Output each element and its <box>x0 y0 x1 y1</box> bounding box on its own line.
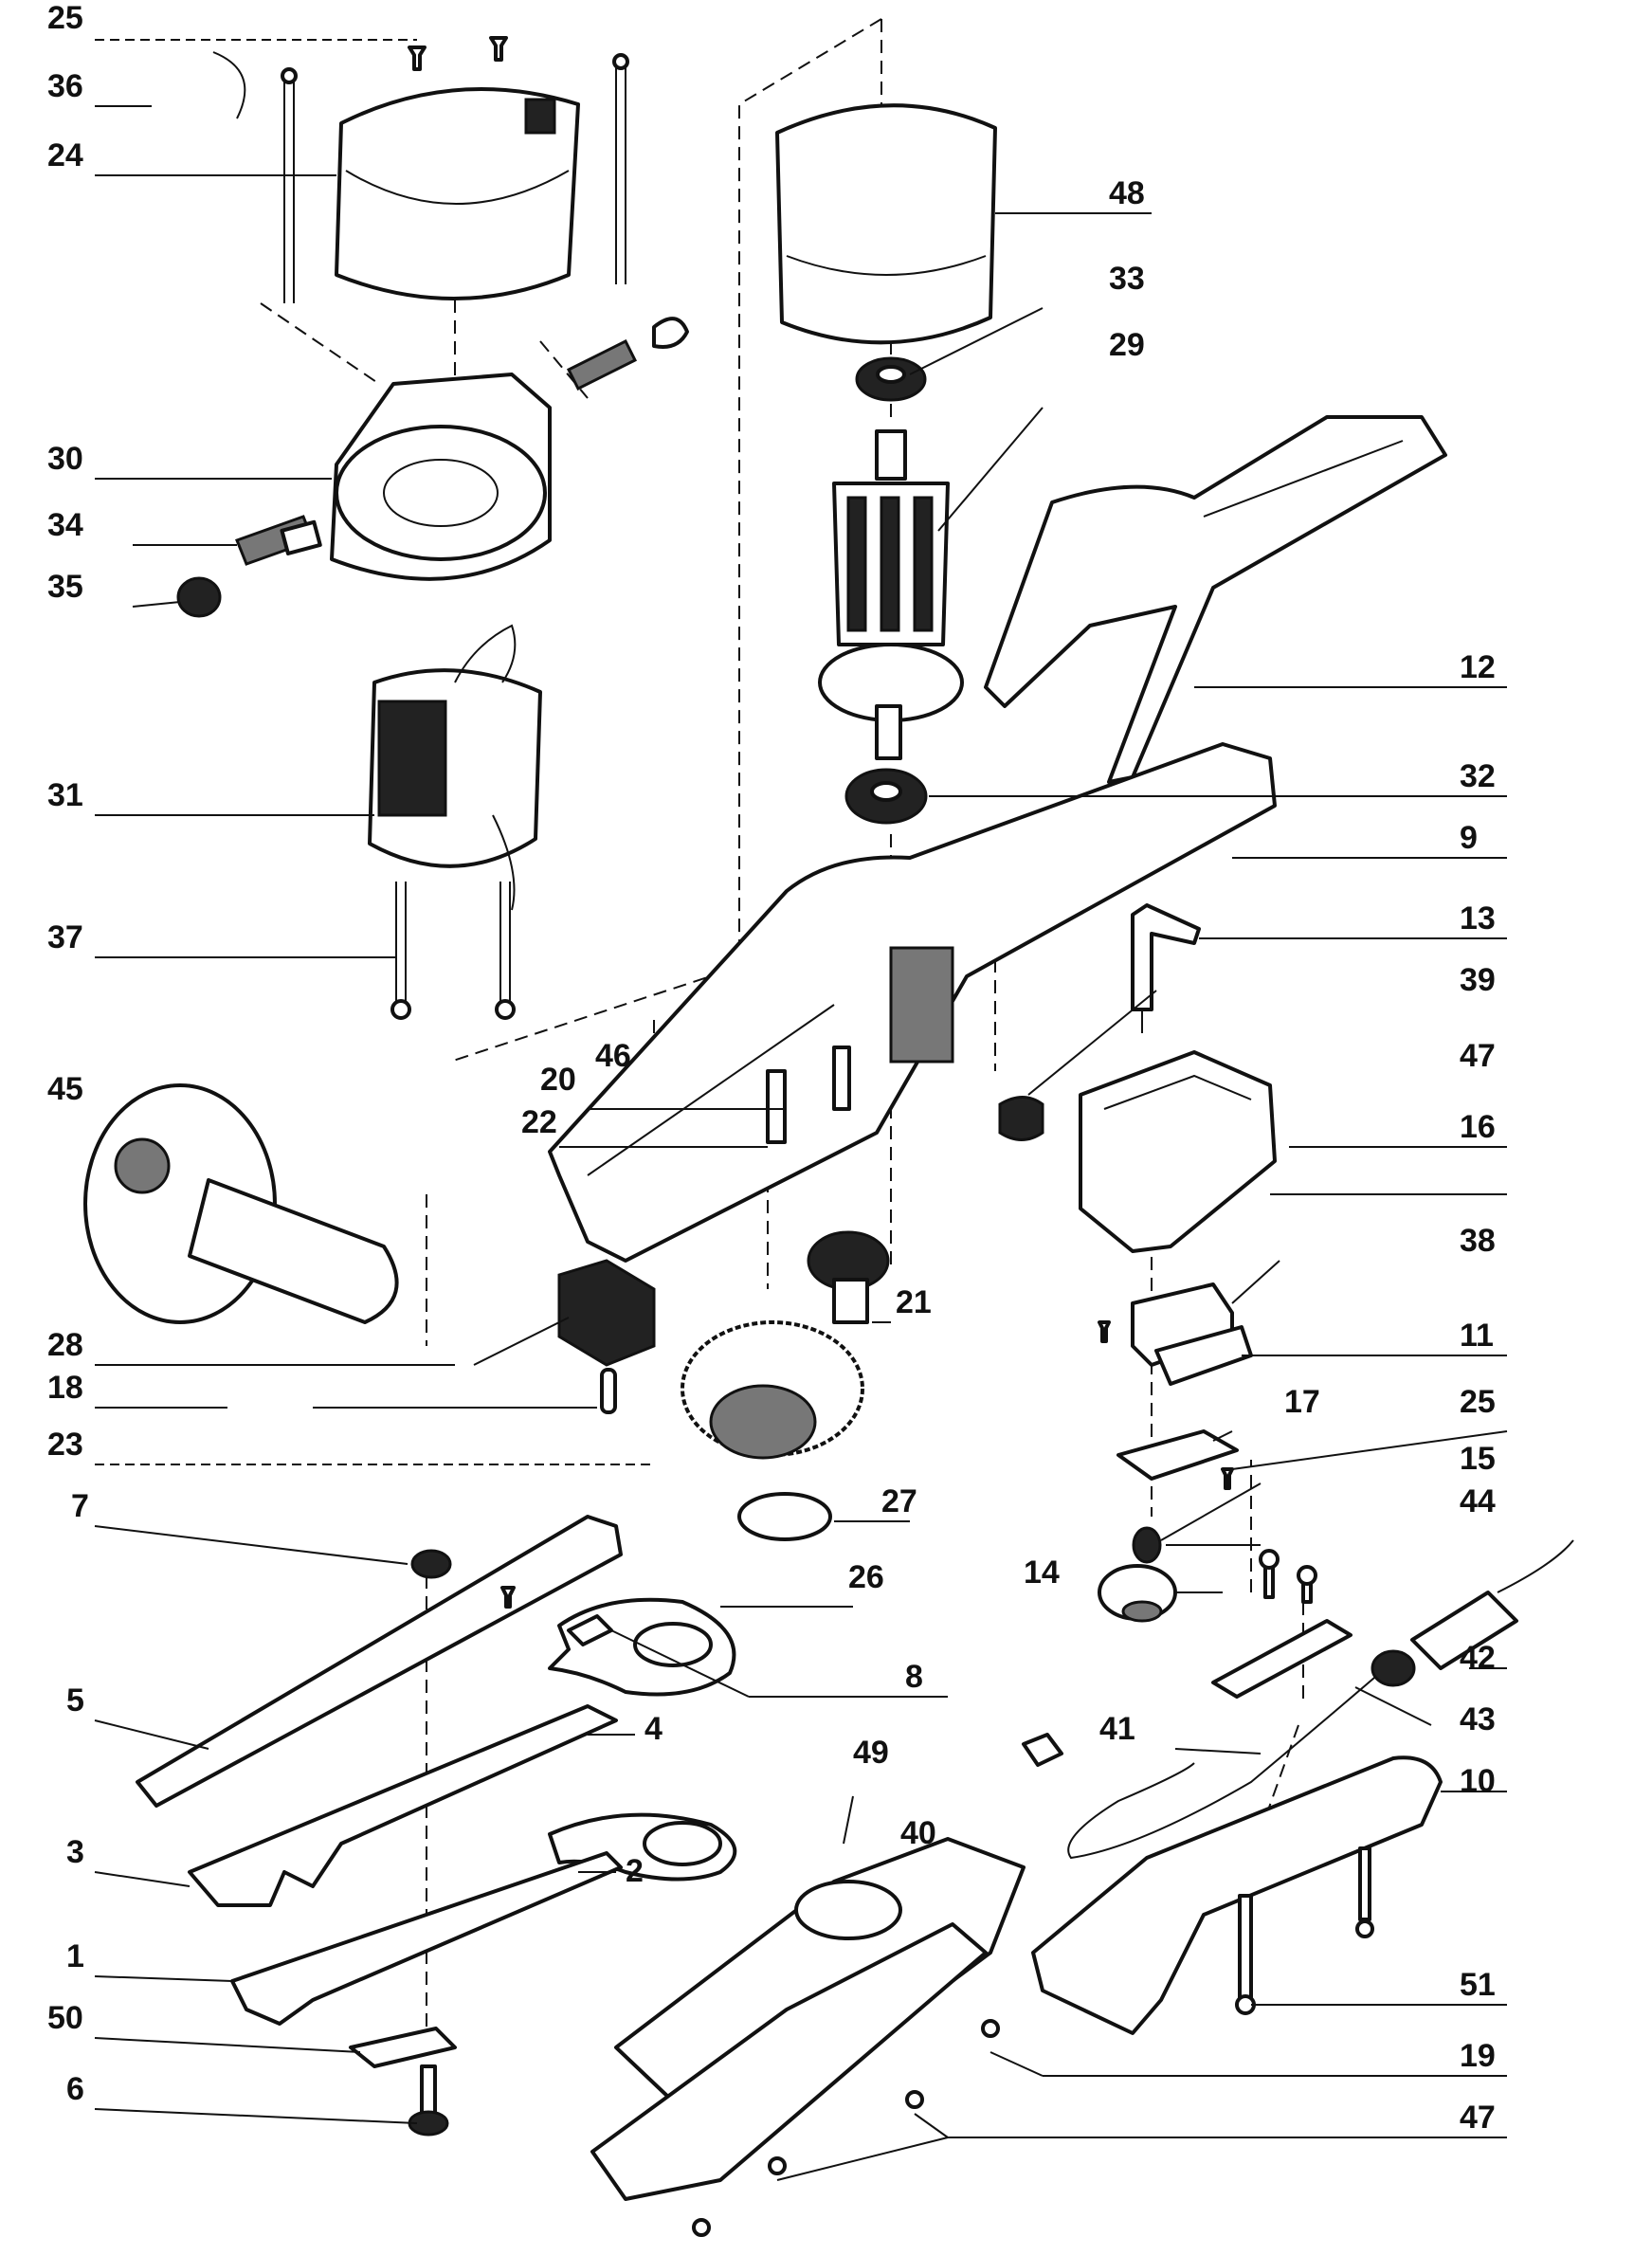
callout-47-lower: 47 <box>1460 2100 1496 2136</box>
field-coil-31 <box>368 624 542 911</box>
callout-46: 46 <box>595 1038 631 1074</box>
callout-35: 35 <box>47 569 83 605</box>
callout-29: 29 <box>1109 327 1145 363</box>
foot-39 <box>998 1096 1044 1141</box>
callout-6: 6 <box>66 2071 84 2107</box>
front-handle-45 <box>83 1083 399 1324</box>
callout-3: 3 <box>66 1834 84 1870</box>
lower-housing-10 <box>1031 1755 1443 2035</box>
callout-42: 42 <box>1460 1640 1496 1676</box>
callout-leaders <box>94 39 1508 2181</box>
callout-37: 37 <box>47 919 83 955</box>
callout-11: 11 <box>1460 1318 1494 1354</box>
main-gear-23 <box>681 1320 864 1460</box>
callout-25-top: 25 <box>47 0 83 36</box>
bracket-28 <box>557 1259 656 1367</box>
callout-2: 2 <box>626 1853 644 1889</box>
blade-assembly <box>136 1515 737 2137</box>
callout-12: 12 <box>1460 649 1496 685</box>
callout-44: 44 <box>1460 1483 1496 1519</box>
callout-17: 17 <box>1284 1384 1320 1420</box>
callout-24: 24 <box>47 137 83 173</box>
callout-49: 49 <box>853 1735 889 1771</box>
callout-39: 39 <box>1460 962 1496 998</box>
ring-27 <box>737 1492 832 1541</box>
callout-43: 43 <box>1460 1701 1496 1737</box>
switch-housing-16 <box>1079 1050 1277 1253</box>
callout-20: 20 <box>540 1062 576 1098</box>
brush-holder-30 <box>330 317 689 581</box>
callout-23: 23 <box>47 1427 83 1463</box>
callout-28: 28 <box>47 1327 83 1363</box>
motor-cap-24 <box>335 87 580 300</box>
armature-29 <box>818 429 964 760</box>
callout-14: 14 <box>1024 1555 1060 1591</box>
callout-41: 41 <box>1099 1711 1135 1747</box>
top-housing-screws <box>212 36 629 303</box>
callout-50: 50 <box>47 2000 83 2036</box>
switch-lever-13 <box>1131 903 1201 1033</box>
callout-26: 26 <box>848 1559 884 1595</box>
cord-clamp-43-44 <box>1211 1549 1352 1699</box>
callout-8: 8 <box>905 1659 923 1695</box>
callout-1: 1 <box>66 1938 84 1974</box>
callout-4: 4 <box>644 1711 663 1747</box>
callout-10: 10 <box>1460 1763 1496 1799</box>
callout-25-right: 25 <box>1460 1384 1496 1420</box>
knob-14-15 <box>1098 1526 1177 1623</box>
bearing-33 <box>855 356 927 402</box>
field-housing-48 <box>775 103 997 345</box>
base-plate-19-40 <box>590 1837 1026 2237</box>
callout-9: 9 <box>1460 820 1478 856</box>
callout-16: 16 <box>1460 1109 1496 1145</box>
switch-parts-11-17-38 <box>1098 1282 1253 1490</box>
callout-45: 45 <box>47 1071 83 1107</box>
callout-36: 36 <box>47 68 83 104</box>
callout-labels: 25 36 24 48 33 29 30 34 35 12 31 32 9 13… <box>47 0 1496 2136</box>
field-screws-37 <box>390 882 516 1020</box>
brush-and-cap-left <box>176 515 322 618</box>
main-body-9 <box>548 742 1277 1263</box>
callout-40: 40 <box>900 1815 936 1851</box>
callout-15: 15 <box>1460 1441 1496 1477</box>
callout-19: 19 <box>1460 2038 1496 2074</box>
callout-47-upper: 47 <box>1460 1038 1496 1074</box>
callout-22: 22 <box>521 1104 557 1140</box>
pins-20-22-46 <box>766 1046 851 1144</box>
callout-21: 21 <box>896 1284 932 1320</box>
screw-51 <box>1235 1894 1256 2015</box>
callout-34: 34 <box>47 507 83 543</box>
callout-32: 32 <box>1460 758 1496 794</box>
callout-33: 33 <box>1109 261 1145 297</box>
pin-18 <box>600 1368 617 1414</box>
clip-49 <box>1022 1733 1063 1767</box>
pinion-gear-21 <box>807 1230 890 1324</box>
callout-31: 31 <box>47 777 83 813</box>
callout-48: 48 <box>1109 175 1145 211</box>
callout-13: 13 <box>1460 900 1496 937</box>
bearing-32 <box>844 768 928 825</box>
power-cord-41-42 <box>1067 1539 1574 1860</box>
rear-handle-12 <box>984 415 1447 784</box>
callout-27: 27 <box>881 1483 917 1519</box>
callout-30: 30 <box>47 441 83 477</box>
callout-7: 7 <box>71 1488 89 1524</box>
callout-5: 5 <box>66 1682 84 1719</box>
callout-18: 18 <box>47 1370 83 1406</box>
callout-51: 51 <box>1460 1967 1496 2003</box>
callout-38: 38 <box>1460 1223 1496 1259</box>
